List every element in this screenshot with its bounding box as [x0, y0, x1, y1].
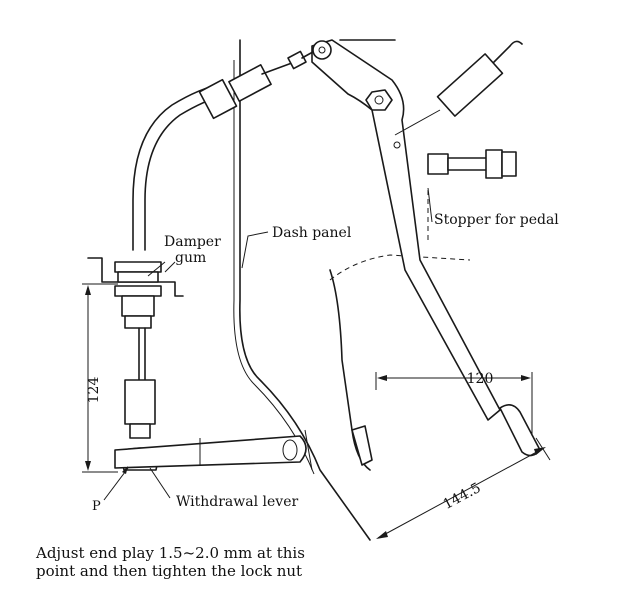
withdrawal-lever-label: Withdrawal lever	[176, 494, 298, 510]
stopper-leader	[427, 187, 433, 223]
point-p-leader	[103, 467, 129, 501]
cable-fitting-nut	[228, 64, 272, 102]
dash-panel-label: Dash panel	[272, 225, 352, 241]
point-p-arrow	[122, 466, 128, 474]
pedal-bracket-lower	[351, 425, 373, 466]
panel-dashed-outline	[329, 254, 471, 281]
withdrawal-lever	[114, 435, 307, 469]
rod-nut	[129, 423, 151, 439]
damper-gum-mid	[117, 271, 159, 283]
dim-120-label: 120	[467, 371, 494, 387]
rod-sleeve	[124, 379, 156, 425]
pedal-hole	[393, 141, 401, 149]
damper-leader-2	[164, 261, 176, 273]
stopper-nut	[485, 149, 503, 179]
dim-124-arrow-bottom	[85, 461, 91, 471]
stopper-label: Stopper for pedal	[434, 212, 559, 228]
spring-link	[394, 109, 441, 136]
lever-pivot-hole	[282, 439, 298, 461]
damper-gum-low	[114, 285, 162, 297]
lever-pivot-mark	[304, 429, 313, 471]
pedal-pivot-nut	[365, 89, 393, 111]
note-line-1: Adjust end play 1.5~2.0 mm at this	[35, 544, 305, 562]
pedal-pivot-hole	[374, 95, 384, 105]
dash-panel-leader	[241, 231, 269, 269]
adjust-nut	[121, 295, 155, 317]
pedal-pivot-pin	[318, 46, 326, 54]
stopper-thread	[447, 157, 491, 171]
damper-leader	[147, 261, 166, 277]
dim-144-label: 144.5	[441, 480, 484, 513]
stopper-head	[427, 153, 449, 175]
damper-gum-label-2: gum	[175, 250, 206, 266]
dim-124-arrow-top	[85, 285, 91, 295]
stopper-nut-2	[501, 151, 517, 177]
dim-144-arrow-left	[376, 531, 388, 539]
pedal-pad	[499, 404, 541, 457]
cable-fitting-upper	[198, 78, 238, 120]
dim-120-arrow-left	[377, 375, 387, 381]
dash-panel-line	[239, 39, 371, 541]
lock-nut	[124, 315, 152, 329]
point-p-label: P	[92, 499, 101, 514]
damper-gum-label-1: Damper	[164, 234, 221, 250]
dash-panel-line-inner	[233, 60, 315, 475]
pedal-pivot-upper	[312, 40, 332, 60]
return-spring-end	[493, 40, 523, 63]
note-line-2: point and then tighten the lock nut	[36, 562, 302, 580]
pedal-arm	[311, 39, 501, 421]
dim-144-line	[377, 447, 545, 539]
return-spring	[436, 53, 504, 117]
withdrawal-leader	[149, 467, 171, 499]
dim-120-arrow-right	[521, 375, 531, 381]
dim-144-arrow-right	[534, 447, 546, 455]
cable-clevis	[287, 50, 307, 70]
dim-124-label: 124	[86, 377, 102, 404]
